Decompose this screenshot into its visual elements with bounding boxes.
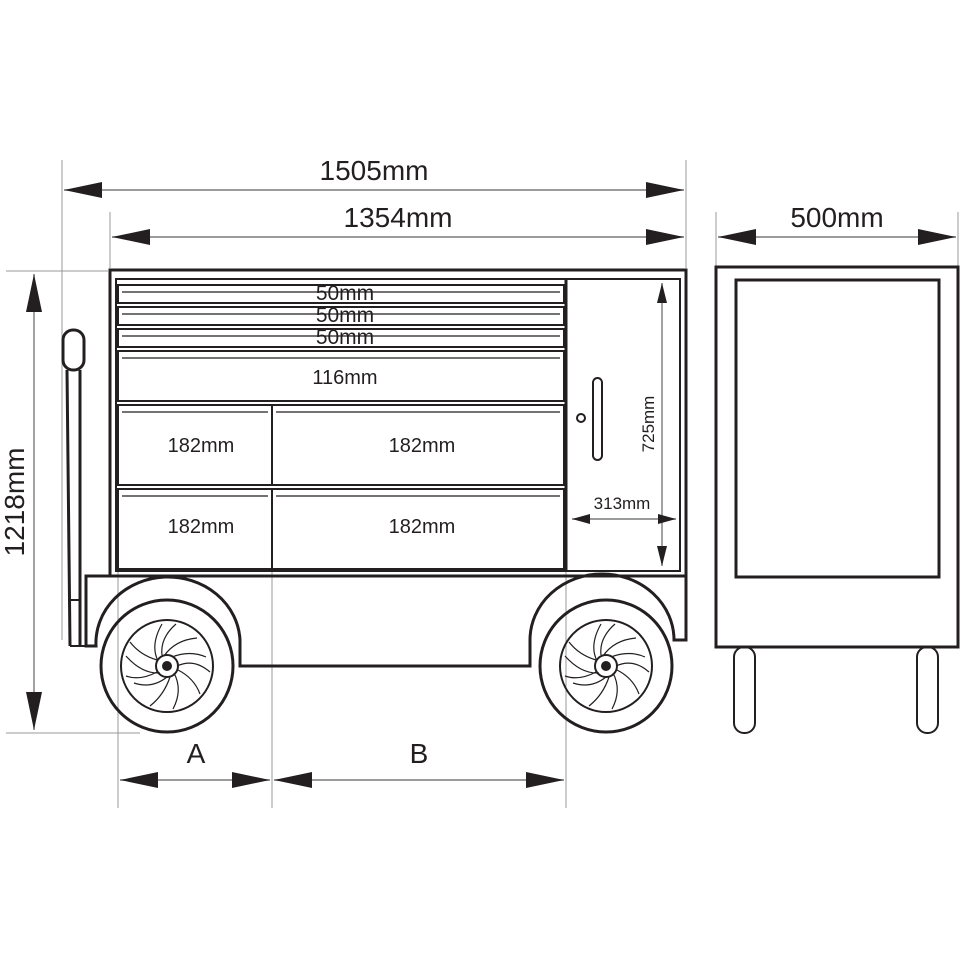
dimension-height xyxy=(26,274,42,730)
dimension-overall-width xyxy=(64,182,684,198)
drawer-large-right-top xyxy=(271,404,565,486)
overall-width-label: 1505mm xyxy=(320,155,429,186)
drawer-small-2 xyxy=(117,306,565,326)
extension-lines xyxy=(6,160,959,808)
dimension-cabinet-width xyxy=(572,514,676,524)
dimension-b-label: B xyxy=(410,738,429,769)
wheel-right xyxy=(538,598,674,734)
depth-label: 500mm xyxy=(790,202,883,233)
body-width-label: 1354mm xyxy=(344,202,453,233)
side-leg-left xyxy=(733,646,756,734)
drawer-small-3 xyxy=(117,328,565,348)
side-leg-right xyxy=(916,646,939,734)
drawer-large-right-bottom-label: 182mm xyxy=(389,516,456,538)
cabinet-width-label: 313mm xyxy=(594,494,651,513)
drawer-small-3-label: 50mm xyxy=(316,326,374,349)
push-handle xyxy=(61,328,86,647)
dimension-a-label: A xyxy=(187,738,206,769)
drawer-small-2-label: 50mm xyxy=(316,304,374,327)
dimension-a xyxy=(120,772,270,788)
drawer-small-1 xyxy=(117,284,565,304)
drawer-medium xyxy=(117,350,565,402)
drawer-large-right-bottom xyxy=(271,488,565,570)
trolley-chassis xyxy=(84,572,688,668)
height-label: 1218mm xyxy=(0,448,30,557)
drawer-small-1-label: 50mm xyxy=(316,282,374,305)
drawer-medium-label: 116mm xyxy=(312,367,377,389)
drawer-large-left-bottom-label: 182mm xyxy=(168,516,235,538)
dimension-b xyxy=(274,772,564,788)
cabinet-door-handle xyxy=(592,377,603,461)
drawer-large-left-top-label: 182mm xyxy=(168,435,235,457)
dimension-body-width xyxy=(112,229,684,245)
drawer-large-right-top-label: 182mm xyxy=(389,435,456,457)
cabinet-lock-icon xyxy=(576,413,586,423)
dimension-depth xyxy=(718,229,956,245)
cabinet-height-label: 725mm xyxy=(639,396,658,453)
trolley-side-view xyxy=(714,265,960,734)
wheel-left xyxy=(99,598,235,734)
side-panel xyxy=(734,278,941,579)
